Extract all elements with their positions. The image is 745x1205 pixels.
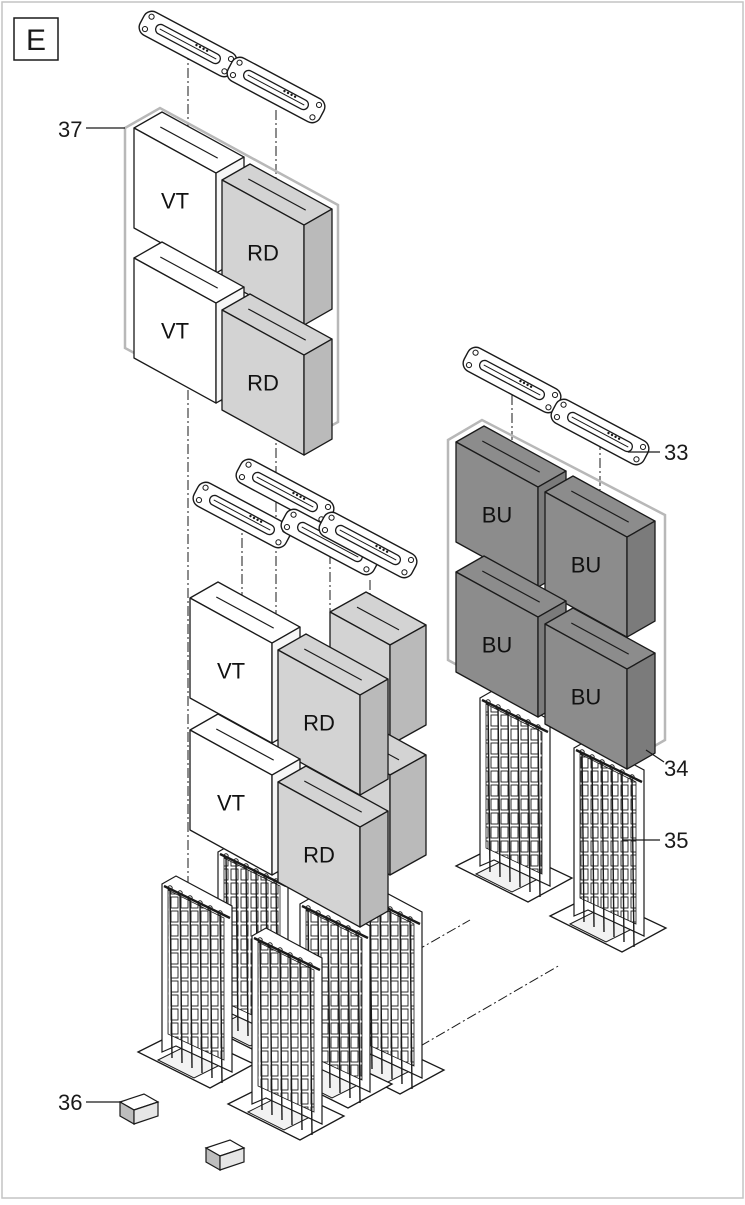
box-label: VT bbox=[217, 791, 245, 816]
callout-34: 34 bbox=[664, 756, 688, 781]
gasket-plates bbox=[138, 10, 650, 579]
callout-35: 35 bbox=[664, 828, 688, 853]
right-group-outline bbox=[446, 418, 667, 762]
callout-36: 36 bbox=[58, 1090, 82, 1115]
box-label: RD bbox=[303, 843, 335, 868]
clip-part bbox=[118, 1093, 160, 1126]
box-label: BU bbox=[482, 503, 513, 528]
box-right-bu: BU bbox=[544, 607, 656, 770]
gasket-plate bbox=[138, 10, 238, 78]
box-label: RD bbox=[247, 371, 279, 396]
callout-37: 37 bbox=[58, 117, 82, 142]
gasket-plate bbox=[235, 458, 335, 526]
box-label: BU bbox=[571, 553, 602, 578]
box-label: BU bbox=[482, 633, 513, 658]
panel-letter: E bbox=[26, 24, 46, 57]
gasket-plate bbox=[462, 346, 562, 414]
clip-part bbox=[204, 1139, 246, 1172]
box-label: RD bbox=[247, 241, 279, 266]
callouts: 37 33 34 35 36 bbox=[58, 117, 688, 1115]
spring-rack bbox=[136, 875, 256, 1089]
box-label: BU bbox=[571, 685, 602, 710]
box-label: VT bbox=[161, 319, 189, 344]
spring-rack bbox=[454, 689, 574, 903]
callout-33: 33 bbox=[664, 440, 688, 465]
box-label: VT bbox=[217, 659, 245, 684]
spring-rack bbox=[548, 739, 668, 953]
panel-letter-box: E bbox=[13, 17, 59, 61]
box-middle-rd: RD bbox=[277, 765, 389, 928]
spring-racks bbox=[136, 689, 668, 1141]
clip-parts bbox=[118, 1093, 246, 1172]
spring-rack bbox=[226, 927, 346, 1141]
gasket-plate bbox=[550, 398, 650, 466]
gasket-plate bbox=[226, 56, 326, 124]
boxes: VT RD VT RD VT RD VT RD BU BU BU BU bbox=[133, 111, 656, 928]
gasket-plate bbox=[318, 511, 418, 579]
box-label: VT bbox=[161, 189, 189, 214]
box-label: RD bbox=[303, 711, 335, 736]
box-upper-rd: RD bbox=[221, 293, 333, 456]
upper-group-outline bbox=[123, 106, 340, 445]
